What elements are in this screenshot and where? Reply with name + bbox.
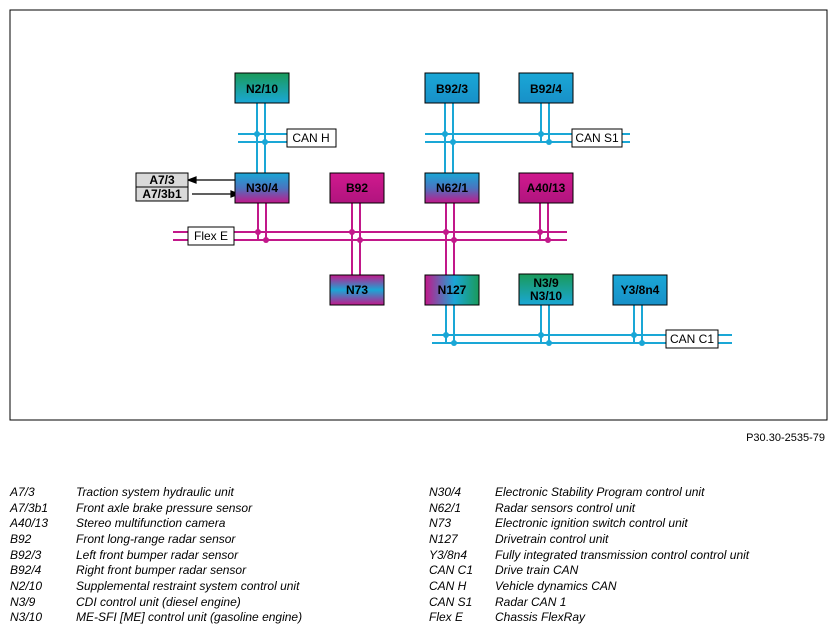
- legend-code: N30/4: [429, 484, 462, 499]
- legend-code: N3/10: [10, 610, 43, 625]
- legend-desc: Fully integrated transmission control co…: [495, 547, 750, 562]
- tag-can-s1: CAN S1: [571, 128, 623, 148]
- unit-n30-4: N30/4: [234, 172, 290, 204]
- legend-row: CAN S1 Radar CAN 1: [429, 594, 749, 610]
- unit-b92-4-label: B92/4: [530, 82, 562, 96]
- legend-row: Flex E Chassis FlexRay: [429, 610, 749, 626]
- unit-y3-8n4: Y3/8n4: [612, 274, 668, 306]
- unit-n3-10-label: N3/10: [530, 289, 562, 303]
- unit-a40-13-label: A40/13: [527, 181, 566, 195]
- legend-code: N2/10: [10, 578, 43, 593]
- unit-b92-4: B92/4: [518, 72, 574, 104]
- legend-desc: Drive train CAN: [495, 563, 579, 578]
- tag-can-h: CAN H: [286, 128, 337, 148]
- legend-code: Flex E: [429, 610, 464, 625]
- legend-row: N62/1 Radar sensors control unit: [429, 500, 749, 516]
- legend-desc: Front axle brake pressure sensor: [76, 500, 253, 515]
- can-s1-junctions: [442, 131, 552, 145]
- legend-desc: Traction system hydraulic unit: [76, 484, 234, 499]
- legend-desc: Chassis FlexRay: [495, 610, 586, 625]
- legend-row: N30/4 Electronic Stability Program contro…: [429, 484, 749, 500]
- legend-row: CAN C1 Drive train CAN: [429, 562, 749, 578]
- unit-a7-3: A7/3: [135, 172, 189, 188]
- tag-can-c1-label: CAN C1: [670, 332, 714, 346]
- unit-n62-1-label: N62/1: [436, 181, 468, 195]
- legend-code: B92: [10, 531, 32, 546]
- diagram-frame: [9, 9, 828, 421]
- legend-desc: Electronic ignition switch control unit: [495, 516, 688, 531]
- unit-b92-label: B92: [346, 181, 368, 195]
- legend-desc: Drivetrain control unit: [495, 531, 609, 546]
- unit-n73-label: N73: [346, 283, 368, 297]
- unit-n127: N127: [424, 274, 480, 306]
- unit-n62-1: N62/1: [424, 172, 480, 204]
- legend-left: A7/3 Traction system hydraulic unit A7/3b…: [10, 484, 302, 625]
- unit-a7-3b1-label: A7/3b1: [142, 187, 182, 201]
- figure-code: P30.30-2535-79: [746, 432, 825, 444]
- unit-n3-9-n3-10: N3/9 N3/10: [518, 273, 574, 306]
- legend-row: A40/13 Stereo multifunction camera: [10, 515, 302, 531]
- legend-code: N73: [429, 516, 452, 531]
- unit-n3-9-label: N3/9: [533, 276, 559, 290]
- legend-code: A7/3b1: [10, 500, 49, 515]
- legend-desc: CDI control unit (diesel engine): [76, 594, 241, 609]
- legend-row: N3/10 ME-SFI [ME] control unit (gasoline …: [10, 610, 302, 626]
- legend-desc: Electronic Stability Program control uni…: [495, 484, 705, 499]
- unit-n30-4-label: N30/4: [246, 181, 278, 195]
- legend-desc: Radar sensors control unit: [495, 500, 636, 515]
- legend-code: B92/3: [10, 547, 42, 562]
- can-h-bus: [238, 103, 290, 174]
- legend-right: N30/4 Electronic Stability Program contro…: [429, 484, 749, 625]
- legend-desc: Supplemental restraint system control un…: [76, 578, 300, 593]
- legend-row: N3/9 CDI control unit (diesel engine): [10, 594, 302, 610]
- legend-desc: Vehicle dynamics CAN: [495, 578, 617, 593]
- unit-a40-13: A40/13: [518, 172, 574, 204]
- flex-e-junctions: [255, 229, 551, 243]
- legend-row: B92/4 Right front bumper radar sensor: [10, 562, 302, 578]
- legend-row: Y3/8n4 Fully integrated transmission cont…: [429, 547, 749, 563]
- legend-row: N2/10 Supplemental restraint system contr…: [10, 578, 302, 594]
- tag-can-h-label: CAN H: [292, 131, 329, 145]
- legend-row: B92 Front long-range radar sensor: [10, 531, 302, 547]
- unit-n2-10-label: N2/10: [246, 82, 278, 96]
- unit-b92: B92: [329, 172, 385, 204]
- unit-b92-3: B92/3: [424, 72, 480, 104]
- legend-code: N127: [429, 531, 458, 546]
- legend-desc: Stereo multifunction camera: [76, 516, 226, 531]
- unit-n73: N73: [329, 274, 385, 306]
- legend-code: N62/1: [429, 500, 462, 515]
- can-c1-junctions: [443, 332, 645, 346]
- legend-code: B92/4: [10, 563, 42, 578]
- unit-a7-3-label: A7/3: [149, 173, 175, 187]
- legend-row: A7/3b1 Front axle brake pressure sensor: [10, 500, 302, 516]
- unit-b92-3-label: B92/3: [436, 82, 468, 96]
- legend-row: N127 Drivetrain control unit: [429, 531, 749, 547]
- legend-code: CAN H: [429, 578, 467, 593]
- network-diagram: N2/10 B92/3 B92/4 N30/4 B92 N62/1 A40/13…: [9, 9, 828, 421]
- legend-code: CAN S1: [429, 594, 473, 609]
- tag-can-s1-label: CAN S1: [575, 131, 619, 145]
- unit-a7-3b1: A7/3b1: [135, 186, 189, 202]
- legend-row: CAN H Vehicle dynamics CAN: [429, 578, 749, 594]
- legend-code: A7/3: [10, 484, 35, 499]
- legend-code: CAN C1: [429, 563, 474, 578]
- unit-n127-label: N127: [438, 283, 467, 297]
- legend-row: B92/3 Left front bumper radar sensor: [10, 547, 302, 563]
- legend-desc: Radar CAN 1: [495, 594, 567, 609]
- legend-desc: Left front bumper radar sensor: [76, 547, 239, 562]
- unit-n2-10: N2/10: [234, 72, 290, 104]
- legend-code: A40/13: [10, 516, 49, 531]
- legend-row: A7/3 Traction system hydraulic unit: [10, 484, 302, 500]
- tag-can-c1: CAN C1: [665, 329, 719, 349]
- legend-desc: Front long-range radar sensor: [76, 531, 236, 546]
- legend-code: N3/9: [10, 594, 36, 609]
- unit-y3-8n4-label: Y3/8n4: [621, 283, 660, 297]
- can-h-junctions: [254, 131, 268, 145]
- tag-flex-e: Flex E: [187, 226, 235, 246]
- legend-row: N73 Electronic ignition switch control un…: [429, 515, 749, 531]
- legend-desc: Right front bumper radar sensor: [76, 563, 247, 578]
- tag-flex-e-label: Flex E: [194, 229, 228, 243]
- legend-code: Y3/8n4: [429, 547, 468, 562]
- legend-desc: ME-SFI [ME] control unit (gasoline engin…: [76, 610, 303, 625]
